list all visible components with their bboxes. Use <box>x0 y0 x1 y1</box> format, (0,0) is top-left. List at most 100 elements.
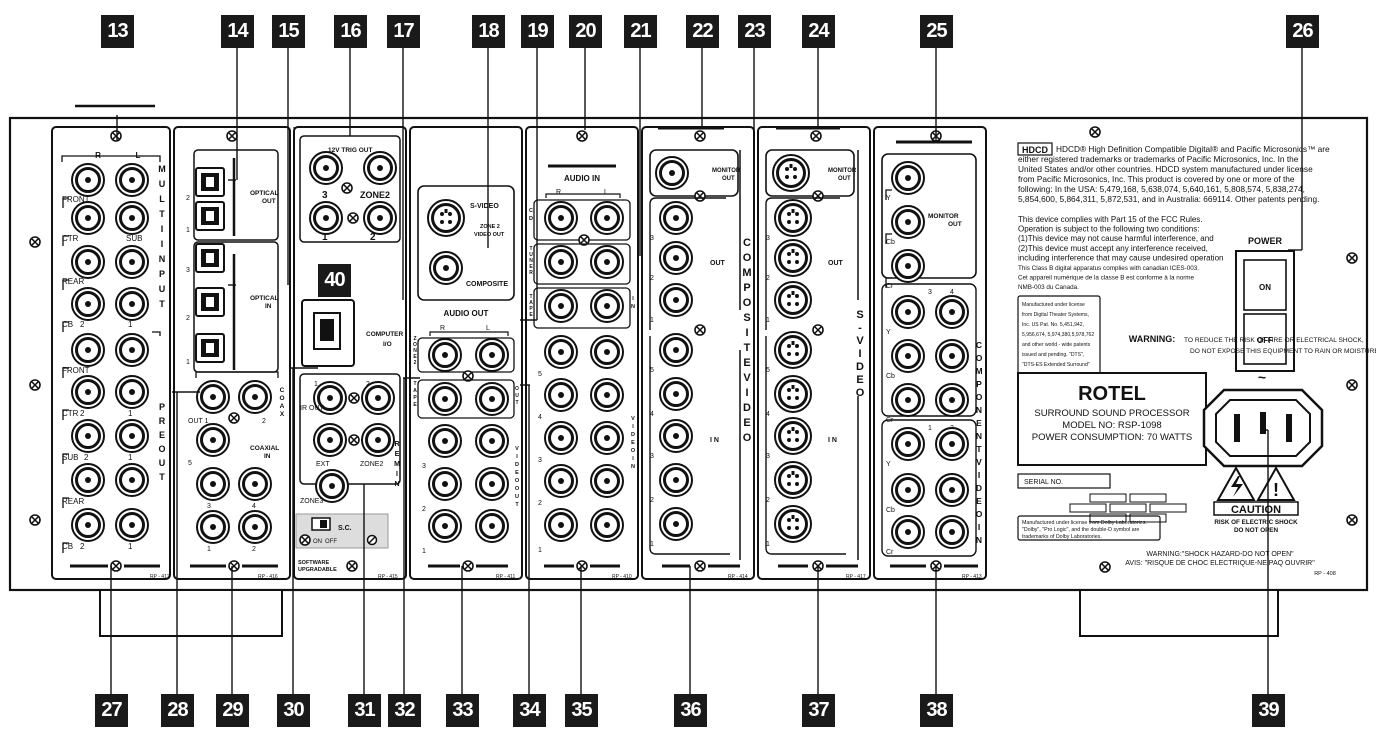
rca-jack <box>70 332 106 368</box>
component-video-vertical-label: N <box>976 405 982 415</box>
caution-label: CAUTION <box>1231 504 1281 516</box>
rca-jack <box>70 462 106 498</box>
trigger-jack <box>308 150 344 186</box>
panel-label: OFF <box>1257 336 1273 345</box>
composite-video-vertical-label: E <box>743 417 750 429</box>
panel-label: Cr <box>886 417 894 424</box>
rca-jack <box>70 244 106 280</box>
panel-label: 5 <box>188 460 192 467</box>
video-out-vertical-label: D <box>515 462 519 468</box>
rca-jack <box>114 286 150 322</box>
component-video-vertical-label: O <box>976 392 983 402</box>
cd-vertical-label: C <box>529 208 533 214</box>
hdcd-text: HDCD® High Definition Compatible Digital… <box>1056 144 1330 154</box>
composite-video-vertical-label: S <box>743 312 750 324</box>
caution-text: RISK OF ELECTRIC SHOCK <box>1214 519 1298 526</box>
panel-label: REAR <box>62 277 84 286</box>
svideo-vertical-label: D <box>856 361 864 373</box>
composite-jack <box>428 250 464 286</box>
preout-vertical-label: O <box>158 444 165 454</box>
module-screw <box>812 324 824 336</box>
panel-label: 5 <box>650 367 654 374</box>
panel-label: I N <box>828 437 837 444</box>
rem-in-vertical-label: I <box>396 471 398 478</box>
panel-label: OUT <box>722 176 735 182</box>
panel-label: IR OUT <box>300 405 324 412</box>
component-monitor-jack <box>890 204 926 240</box>
svideo-in-jack <box>773 416 813 456</box>
coaxial-in-jack <box>237 466 273 502</box>
composite-video-vertical-label: E <box>743 357 750 369</box>
multi-input-vertical-label: L <box>159 194 165 204</box>
tuner-vertical-label: N <box>529 258 533 264</box>
trigger-jack <box>362 200 398 236</box>
module-screw <box>812 190 824 202</box>
panel-label: 2 <box>186 195 190 202</box>
fcc-text: (1)This device may not cause harmful int… <box>1018 234 1214 243</box>
component-in-jack <box>890 426 926 462</box>
panel-label: REAR <box>62 497 84 506</box>
rca-jack <box>70 286 106 322</box>
tape-in-vertical-label: P <box>529 306 533 312</box>
warning-text: DO NOT EXPOSE THIS EQUIPMENT TO RAIN OR … <box>1190 348 1376 355</box>
trigger-jack <box>362 150 398 186</box>
callout-29: 29 <box>216 694 249 727</box>
callout-14: 14 <box>221 15 254 48</box>
coaxial-in-jack <box>237 509 273 545</box>
composite-out-jack <box>658 282 694 318</box>
svideo-vertical-label: O <box>856 387 865 399</box>
component-in-jack <box>934 294 970 330</box>
panel-label: Y <box>886 461 891 468</box>
video-in-jack <box>589 377 625 413</box>
tape-vertical-label: P <box>413 395 417 401</box>
coaxial-in-jack <box>195 509 231 545</box>
panel-label: R <box>556 189 561 196</box>
audio-out-jack <box>474 337 510 373</box>
tuner-vertical-label: T <box>529 246 532 252</box>
component-video-vertical-label: D <box>976 483 982 493</box>
panel-label: SUB <box>62 453 78 462</box>
rem-in-vertical-label: M <box>394 461 400 468</box>
rem-in-vertical-label: E <box>395 451 400 458</box>
svideo-in-jack <box>773 504 813 544</box>
tuner-vertical-label: R <box>529 270 533 276</box>
panel-label: 1 <box>422 548 426 555</box>
module-screw <box>810 130 822 142</box>
composite-video-vertical-label: V <box>743 372 751 384</box>
fcc-text: including interference that may cause un… <box>1018 253 1223 262</box>
dts-text: from Digital Theater Systems, <box>1022 312 1089 318</box>
hdcd-text: from Pacific Microsonics, Inc. This prod… <box>1018 174 1295 184</box>
callout-36: 36 <box>674 694 707 727</box>
callout-39: 39 <box>1252 694 1285 727</box>
callout-19: 19 <box>521 15 554 48</box>
coaxial-out-jack <box>237 379 273 415</box>
module-screw <box>341 182 353 194</box>
module-code: RP - 408 <box>1314 571 1336 577</box>
module-screw <box>694 324 706 336</box>
component-video-vertical-label: E <box>976 496 982 506</box>
panel-label: I N <box>710 437 719 444</box>
callout-40: 40 <box>318 264 351 297</box>
component-video-vertical-label: E <box>976 418 982 428</box>
panel-label: 1 <box>128 453 133 462</box>
ac-symbol: ~ <box>1258 369 1266 385</box>
hdcd-logo: HDCD <box>1022 145 1048 155</box>
rca-jack <box>114 507 150 543</box>
module-screw <box>576 560 588 572</box>
audio-in-jack <box>589 200 625 236</box>
module-screw <box>348 392 360 404</box>
audio-in-jack <box>543 288 579 324</box>
optical-in-jack <box>195 243 225 273</box>
panel-label: 1 <box>538 547 542 554</box>
component-in-jack <box>934 426 970 462</box>
callout-31: 31 <box>348 694 381 727</box>
panel-label: MONITOR <box>928 213 959 220</box>
panel-label: 2 <box>370 232 376 243</box>
callout-20: 20 <box>569 15 602 48</box>
composite-video-vertical-label: C <box>743 237 751 249</box>
video-out-vertical-label: O <box>515 486 520 492</box>
panel-label: 3 <box>538 457 542 464</box>
dts-text: Inc. US Pat. No. 5,451,942, <box>1022 322 1084 328</box>
panel-label: AUDIO OUT <box>444 309 489 318</box>
